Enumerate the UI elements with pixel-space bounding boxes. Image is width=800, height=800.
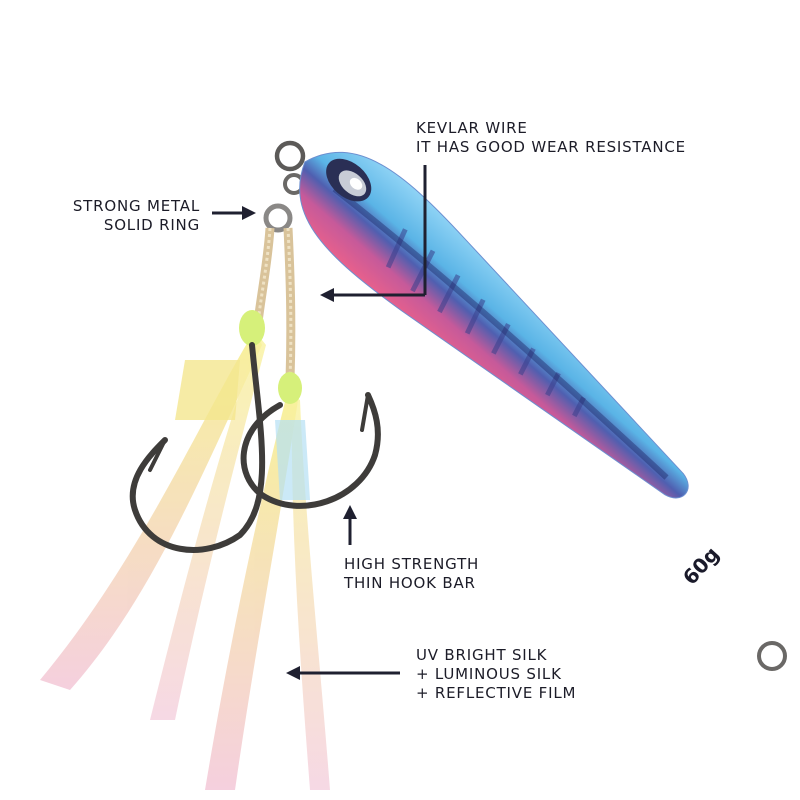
solid-ring: [263, 203, 293, 233]
weight-mark: 60g: [678, 542, 724, 589]
kevlar-annotation: KEVLAR WIRE IT HAS GOOD WEAR RESISTANCE: [416, 119, 686, 157]
hook-wrap-left: [239, 310, 265, 346]
hook-line-2: THIN HOOK BAR: [344, 574, 476, 592]
silk-annotation: UV BRIGHT SILK + LUMINOUS SILK + REFLECT…: [416, 646, 576, 703]
hook-line-1: HIGH STRENGTH: [344, 555, 480, 573]
kevlar-line-2: IT HAS GOOD WEAR RESISTANCE: [416, 138, 686, 156]
tail-ring: [757, 641, 787, 671]
jig-body: [299, 151, 689, 499]
ring-line-2: SOLID RING: [103, 216, 200, 234]
hook-annotation: HIGH STRENGTH THIN HOOK BAR: [344, 555, 479, 593]
silk-line-3: + REFLECTIVE FILM: [416, 684, 577, 702]
silk-line-1: UV BRIGHT SILK: [416, 646, 548, 664]
hook-right: [240, 392, 381, 509]
silk-skirt-left: [40, 330, 266, 720]
hook-left: [129, 342, 266, 553]
ring-annotation: STRONG METAL SOLID RING: [40, 197, 200, 235]
silk-line-2: + LUMINOUS SILK: [416, 665, 562, 683]
silk-skirt-right: [205, 390, 330, 790]
top-split-ring: [274, 140, 306, 195]
ring-line-1: STRONG METAL: [72, 197, 200, 215]
kevlar-line-1: KEVLAR WIRE: [416, 119, 528, 137]
hook-wrap-right: [278, 372, 302, 404]
annotation-arrows: [212, 165, 427, 680]
kevlar-cords: [253, 227, 296, 381]
